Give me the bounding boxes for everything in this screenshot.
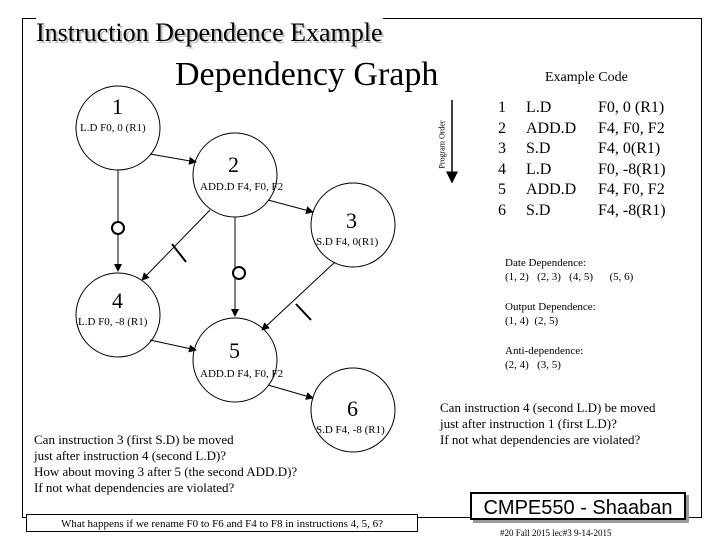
anti-dependence-label: Anti-dependence: [505, 345, 584, 357]
question-right-line: just after instruction 1 (first L.D)? [440, 416, 617, 431]
node-6-instruction: S.D F4, -8 (R1) [316, 424, 385, 436]
question-left-line: just after instruction 4 (second L.D)? [34, 448, 227, 463]
node-3-circle [310, 182, 396, 268]
code-line-number: 5 [498, 181, 506, 198]
node-1-number: 1 [112, 94, 123, 119]
code-opcode: ADD.D [526, 181, 577, 198]
node-5-circle [192, 317, 278, 403]
code-operands: F4, -8(R1) [598, 201, 666, 219]
code-row: 6 S.D F4, -8(R1) [478, 201, 698, 222]
course-title-box: CMPE550 - Shaaban [470, 492, 686, 520]
question-left-line: If not what dependencies are violated? [34, 480, 235, 495]
edge-2-4 [141, 209, 211, 281]
code-row: 1 L.D F0, 0 (R1) [478, 98, 698, 119]
code-opcode: ADD.D [526, 119, 577, 137]
code-opcode: L.D [526, 99, 552, 116]
slide-title: Instruction Dependence Example [36, 18, 383, 48]
code-operands: F4, 0(R1) [598, 140, 661, 157]
code-operands: F4, F0, F2 [598, 119, 665, 137]
anti-dep-marker-3-5 [295, 303, 312, 321]
code-opcode: S.D [526, 201, 551, 219]
code-line-number: 1 [498, 99, 506, 116]
anti-dep-marker-2-4 [171, 243, 187, 263]
node-6-circle [310, 367, 396, 453]
example-code-title: Example Code [545, 70, 628, 85]
code-line-number: 2 [498, 119, 506, 137]
anti-dependence-block: Anti-dependence: (2, 4) (3, 5) [505, 344, 583, 372]
question-right-line: Can instruction 4 (second L.D) be moved [440, 400, 656, 415]
output-dependence-block: Output Dependence: (1, 4) (2, 5) [505, 300, 596, 328]
code-row: 2 ADD.D F4, F0, F2 [478, 119, 698, 140]
example-code-table: 1 L.D F0, 0 (R1) 2 ADD.D F4, F0, F2 3 S.… [478, 98, 698, 221]
node-6-number: 6 [347, 396, 358, 421]
node-2-number: 2 [228, 152, 239, 177]
node-4-instruction: L.D F0, -8 (R1) [78, 316, 148, 328]
node-2-instruction: ADD.D F4, F0, F2 [200, 181, 284, 193]
output-dep-marker-1-4 [111, 221, 125, 235]
code-row: 4 L.D F0, -8(R1) [478, 160, 698, 181]
edge-2-3 [267, 199, 314, 215]
node-5-instruction: ADD.D F4, F0, F2 [200, 368, 284, 380]
node-5-number: 5 [229, 338, 240, 363]
code-line-number: 4 [498, 160, 506, 178]
code-operands: F0, 0 (R1) [598, 99, 665, 116]
code-line-number: 3 [498, 140, 506, 157]
code-operands: F4, F0, F2 [598, 181, 665, 198]
question-left: Can instruction 3 (first S.D) be moved j… [34, 432, 297, 496]
rename-question-box: What happens if we rename F0 to F6 and F… [26, 514, 418, 532]
program-order-label: Program Order [437, 120, 447, 169]
code-line-number: 6 [498, 201, 506, 219]
question-right: Can instruction 4 (second L.D) be moved … [440, 400, 656, 448]
data-dependence-block: Date Dependence: (1, 2) (2, 3) (4, 5) (5… [505, 256, 633, 284]
code-opcode: S.D [526, 140, 551, 157]
code-row: 5 ADD.D F4, F0, F2 [478, 180, 698, 201]
node-1-instruction: L.D F0, 0 (R1) [80, 122, 146, 134]
edge-1-2 [149, 153, 197, 165]
edge-3-5 [261, 261, 336, 331]
output-dependence-pairs: (1, 4) (2, 5) [505, 315, 559, 327]
graph-title: Dependency Graph [175, 56, 439, 93]
output-dep-marker-2-5 [232, 266, 246, 280]
node-4-circle [75, 272, 161, 358]
anti-dependence-pairs: (2, 4) (3, 5) [505, 359, 561, 371]
question-left-line: How about moving 3 after 5 (the second A… [34, 464, 298, 479]
data-dependence-pairs: (1, 2) (2, 3) (4, 5) (5, 6) [505, 271, 634, 283]
edge-4-5 [149, 339, 197, 353]
code-opcode: L.D [526, 160, 552, 178]
slide-footer: #20 Fall 2015 lec#3 9-14-2015 [500, 528, 612, 538]
output-dependence-label: Output Dependence: [505, 301, 596, 313]
code-row: 3 S.D F4, 0(R1) [478, 139, 698, 160]
data-dependence-label: Date Dependence: [505, 257, 586, 269]
node-3-instruction: S.D F4, 0(R1) [316, 236, 379, 248]
code-operands: F0, -8(R1) [598, 160, 666, 178]
node-3-number: 3 [346, 208, 357, 233]
node-4-number: 4 [112, 288, 123, 313]
question-left-line: Can instruction 3 (first S.D) be moved [34, 432, 234, 447]
edge-5-6 [267, 384, 314, 400]
question-right-line: If not what dependencies are violated? [440, 432, 641, 447]
